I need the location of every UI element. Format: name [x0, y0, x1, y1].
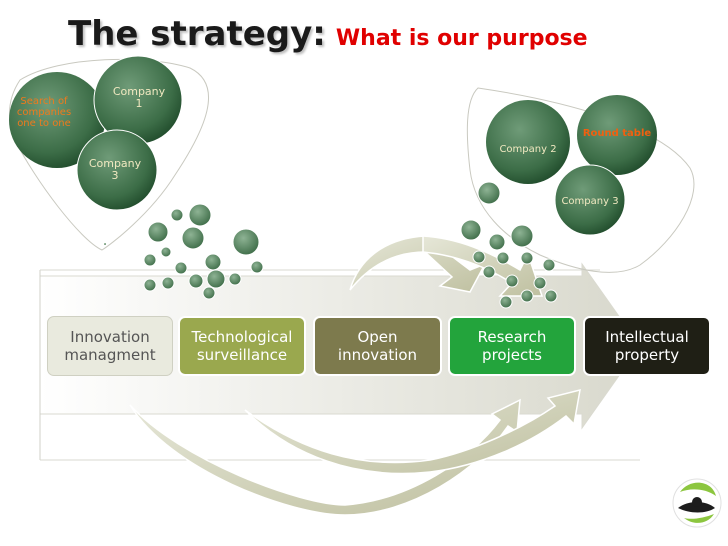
label-company-1-left-text: Company 1 [112, 85, 166, 111]
step-intellectual-property-label: Intellectual property [605, 328, 689, 364]
label-company-3-left-text: Company 3 [88, 157, 142, 183]
step-research-projects: Research projects [448, 316, 576, 376]
label-search-of-companies: Search of companies one to one [9, 96, 79, 129]
step-technological-surveillance: Technological surveillance [178, 316, 306, 376]
label-company-3-right-text: Company 3 [561, 196, 619, 207]
step-research-projects-label: Research projects [477, 328, 547, 364]
globe-logo [672, 478, 722, 528]
lower-swooshes [129, 388, 581, 516]
label-company-2-right: Company 2 [488, 144, 568, 155]
label-round-table-text: Round table [582, 128, 652, 139]
step-innovation-management: Innovation managment [47, 316, 173, 376]
step-open-innovation-label: Open innovation [337, 328, 418, 364]
step-innovation-management-label: Innovation managment [64, 328, 156, 364]
label-search-of-companies-text: Search of companies one to one [16, 96, 72, 129]
bubble-company-3-left [76, 129, 158, 211]
step-technological-surveillance-label: Technological surveillance [191, 328, 293, 364]
label-round-table: Round table [577, 128, 657, 139]
title-subtitle: What is our purpose [335, 26, 588, 51]
small-bubbles-left [103, 203, 264, 300]
step-open-innovation: Open innovation [313, 316, 442, 376]
bubble-company-3-right [554, 164, 626, 236]
small-bubbles-right [460, 181, 558, 309]
bubble-search-of-companies [9, 72, 105, 168]
label-company-3-left: Company 3 [80, 157, 150, 183]
label-company-3-right: Company 3 [550, 196, 630, 207]
page-title: The strategy: What is our purpose [68, 14, 588, 54]
title-main: The strategy: [68, 14, 326, 54]
bubble-round-table [577, 95, 657, 175]
bubble-company-2-right [486, 100, 570, 184]
label-company-2-right-text: Company 2 [499, 144, 557, 155]
label-company-1-left: Company 1 [104, 85, 174, 111]
step-intellectual-property: Intellectual property [583, 316, 711, 376]
